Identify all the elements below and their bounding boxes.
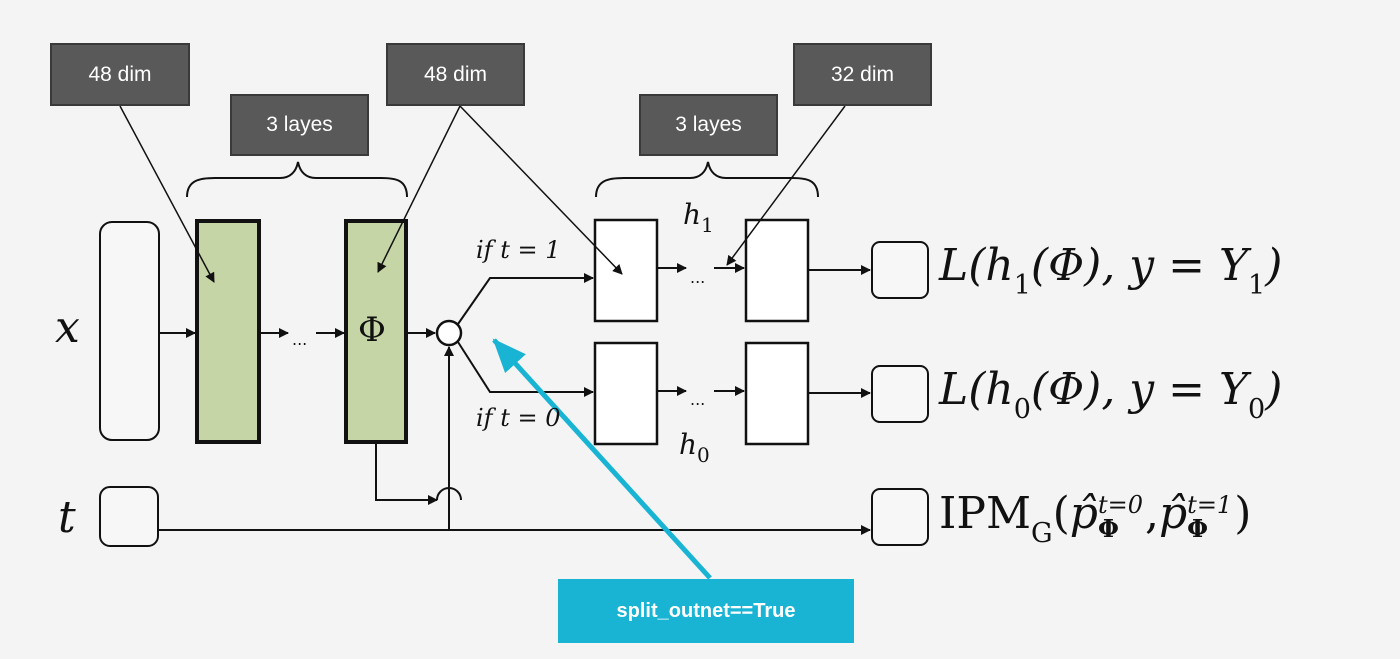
loss-box-y0 [871, 365, 929, 423]
ipm-sub-phi-1: Φ [1187, 513, 1209, 543]
loss-formula-y0: L(h0(Φ), y = Y0) [939, 364, 1283, 425]
ipm-sup-1: t=1 [1187, 490, 1233, 519]
split-node [435, 319, 463, 347]
branch-to-h0 [457, 341, 594, 397]
loss-box-y1 [871, 241, 929, 299]
ellipsis-h1: ... [690, 268, 706, 287]
label-if-t1: if t = 1 [476, 236, 561, 264]
label-h0: h0 [679, 428, 710, 467]
label-x: x [55, 302, 80, 353]
input-t-box [99, 486, 159, 547]
h0-layer-1 [593, 341, 659, 446]
pointer-repr-dim-to-h1 [459, 105, 623, 275]
h1-layer-3 [744, 218, 810, 323]
loss-y1-mid: (Φ), y = Y [1030, 240, 1249, 291]
loss-y0-ysub: 0 [1248, 394, 1266, 425]
loss-y0-prefix: L(h [939, 364, 1014, 415]
ipm-sup-0: t=0 [1097, 490, 1143, 519]
callout-out-dim: 32 dim [793, 43, 932, 106]
repr-layer-1 [195, 219, 261, 444]
pointer-out-dim [726, 105, 846, 266]
h0-layer-3 [744, 341, 810, 446]
ipm-sub-phi-0: Φ [1097, 513, 1119, 543]
branch-to-h1 [457, 273, 594, 325]
loss-y0-end: ) [1265, 364, 1283, 415]
loss-y0-mid: (Φ), y = Y [1030, 364, 1249, 415]
pointer-input-dim [119, 105, 215, 283]
ipm-close: ) [1234, 488, 1252, 539]
arrow-phi-to-ipm [375, 442, 438, 505]
loss-box-ipm [871, 488, 929, 546]
callout-repr-dim: 48 dim [386, 43, 525, 106]
loss-y0-sub: 0 [1013, 394, 1031, 425]
loss-y1-end: ) [1265, 240, 1283, 291]
label-h0-sub: 0 [697, 443, 710, 467]
label-phi: Φ [358, 310, 386, 350]
label-h1-main: h [683, 198, 702, 231]
label-h0-main: h [679, 428, 698, 461]
ellipsis-repr: ... [292, 330, 308, 349]
ipm-sub: G [1031, 518, 1053, 549]
ipm-p-hat-1: p̂ [1159, 488, 1188, 539]
brace-out-layers [595, 161, 819, 198]
ipm-p-hat-0: p̂ [1069, 488, 1098, 539]
note-pointer-arrow [492, 338, 712, 580]
input-x-box [99, 221, 160, 441]
pointer-repr-dim [377, 105, 461, 273]
split-outnet-note: split_outnet==True [558, 579, 854, 643]
callout-out-layers: 3 layes [639, 94, 778, 156]
callout-repr-layers: 3 layes [230, 94, 369, 156]
callout-input-dim: 48 dim [50, 43, 190, 106]
label-h1-sub: 1 [701, 213, 714, 237]
loss-y1-ysub: 1 [1248, 270, 1266, 301]
label-if-t0: if t = 0 [476, 404, 561, 432]
ipm-name: IPM [939, 488, 1032, 539]
loss-formula-y1: L(h1(Φ), y = Y1) [939, 240, 1283, 301]
ellipsis-h0: ... [690, 390, 706, 409]
ipm-open: ( [1052, 488, 1070, 539]
h1-layer-1 [593, 218, 659, 323]
loss-y1-prefix: L(h [939, 240, 1014, 291]
label-h1: h1 [683, 198, 714, 237]
label-t: t [58, 492, 76, 543]
loss-y1-sub: 1 [1013, 270, 1031, 301]
ipm-comma: , [1145, 488, 1159, 539]
brace-repr-layers [186, 161, 408, 198]
